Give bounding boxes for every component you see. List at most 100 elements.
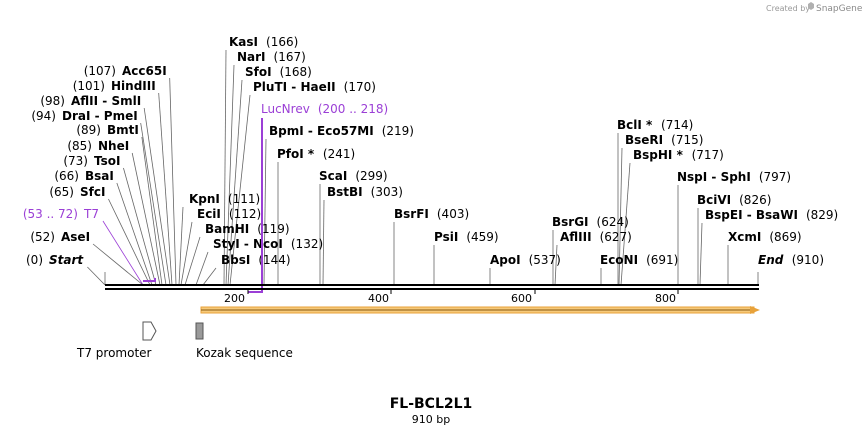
- site-name: BsrFI: [394, 207, 429, 221]
- site-labels: Start(0) AseI(52) T7(53 .. 72) SfcI(65) BsaI…: [23, 35, 838, 267]
- site-name: BbsI: [221, 253, 250, 267]
- site-econi[interactable]: EcoNI(691): [600, 253, 678, 267]
- site-name: PsiI: [434, 230, 458, 244]
- site-position: (111): [228, 192, 260, 206]
- sequence-name: FL-BCL2L1: [390, 396, 473, 412]
- site-styi-ncoi[interactable]: StyI - NcoI(132): [213, 237, 323, 251]
- site-bmti[interactable]: BmtI(89): [76, 123, 139, 137]
- site-bbsi[interactable]: BbsI(144): [221, 253, 291, 267]
- site-bspei-bsawi[interactable]: BspEI - BsaWI(829): [705, 208, 838, 222]
- leader-line: [620, 162, 631, 286]
- site-name: KpnI: [189, 192, 220, 206]
- site-pluti-haeii[interactable]: PluTI - HaeII(170): [253, 80, 376, 94]
- site-apoi[interactable]: ApoI(537): [490, 253, 561, 267]
- site-position: (219): [382, 124, 414, 138]
- site-name: EcoNI: [600, 253, 638, 267]
- feature-t7-promoter[interactable]: T7 promoter: [76, 321, 157, 360]
- ruler: 200 400 600 800: [224, 289, 679, 305]
- t7-primer-bar[interactable]: [143, 278, 156, 282]
- credit-prefix: Created by: [766, 4, 810, 13]
- leader-line: [116, 182, 153, 286]
- site-name: NheI: [98, 139, 129, 153]
- site-lucnrev[interactable]: LucNrev(200 .. 218): [261, 102, 388, 116]
- site-bstbi[interactable]: BstBI(303): [327, 185, 403, 199]
- leader-line: [169, 77, 177, 286]
- site-psii[interactable]: PsiI(459): [434, 230, 499, 244]
- site-position: (65): [49, 185, 74, 199]
- promoter-arrow-icon: [142, 321, 157, 341]
- site-pfoi[interactable]: PfoI * (241): [277, 147, 355, 161]
- site-acc65i[interactable]: Acc65I(107): [84, 64, 167, 78]
- kozak-box: [195, 322, 204, 340]
- site-position: (107): [84, 64, 116, 78]
- site-hindiii[interactable]: HindIII(101): [73, 79, 156, 93]
- site-position: (112): [229, 207, 261, 221]
- site-afliii[interactable]: AflIII (627): [560, 230, 632, 244]
- site-position: (869): [769, 230, 801, 244]
- site-sfci[interactable]: SfcI(65): [49, 185, 105, 199]
- site-kasi[interactable]: KasI(166): [229, 35, 298, 49]
- orf-arrowhead: [750, 306, 760, 314]
- site-position: (241): [323, 147, 355, 161]
- feature-label: Kozak sequence: [196, 346, 293, 360]
- site-xcmi[interactable]: XcmI(869): [728, 230, 802, 244]
- site-name: TsoI: [94, 154, 120, 168]
- site-name: BclI *: [617, 118, 653, 132]
- site-name: EciI: [197, 207, 221, 221]
- site-position: (119): [257, 222, 289, 236]
- credit: Created by SnapGene: [766, 2, 863, 14]
- site-name: LucNrev: [261, 102, 310, 116]
- leader-line: [618, 147, 623, 286]
- credit-brand: SnapGene: [816, 4, 863, 14]
- site-name: PfoI *: [277, 147, 315, 161]
- site-leaders: [87, 49, 759, 286]
- site-name: AflIII: [560, 230, 592, 244]
- leader-line: [184, 236, 201, 286]
- site-position: (717): [692, 148, 724, 162]
- site-name: ApoI: [490, 253, 521, 267]
- site-nhei[interactable]: NheI(85): [67, 139, 129, 153]
- site-bpmi-eco57mi[interactable]: BpmI - Eco57MI (219): [269, 124, 414, 138]
- site-nspi-sphi[interactable]: NspI - SphI(797): [677, 170, 791, 184]
- site-position: (627): [600, 230, 632, 244]
- site-name: BpmI - Eco57MI: [269, 124, 374, 138]
- leader-line: [108, 198, 151, 286]
- site-name: BsaI: [85, 169, 114, 183]
- site-position: (303): [371, 185, 403, 199]
- site-bsrgi[interactable]: BsrGI(624): [552, 215, 629, 229]
- site-name: End: [758, 253, 784, 267]
- leader-line: [123, 167, 157, 286]
- site-tsoi[interactable]: TsoI(73): [63, 154, 120, 168]
- site-bamhi[interactable]: BamHI (119): [205, 222, 290, 236]
- site-name: BmtI: [107, 123, 139, 137]
- site-name: BamHI: [205, 222, 249, 236]
- leader-line: [223, 49, 227, 286]
- site-kpni[interactable]: KpnI (111): [189, 192, 260, 206]
- lucnrev-primer-bar[interactable]: [248, 118, 263, 293]
- leader-line: [202, 267, 217, 286]
- site-nari[interactable]: NarI(167): [237, 50, 306, 64]
- site-drai-pmei[interactable]: DraI - PmeI (94): [31, 109, 137, 123]
- site-aflii-smli[interactable]: AflII - SmlI(98): [40, 94, 141, 108]
- feature-kozak-sequence[interactable]: Kozak sequence: [195, 322, 293, 360]
- site-ecii[interactable]: EciI (112): [197, 207, 261, 221]
- site-end[interactable]: End(910): [758, 253, 824, 267]
- site-t7[interactable]: T7(53 .. 72): [23, 207, 99, 221]
- site-name: BspEI - BsaWI: [705, 208, 798, 222]
- site-asei[interactable]: AseI(52): [30, 230, 90, 244]
- site-bsrfi[interactable]: BsrFI(403): [394, 207, 469, 221]
- site-bsphi[interactable]: BspHI *(717): [633, 148, 724, 162]
- site-position: (624): [597, 215, 629, 229]
- site-bcli[interactable]: BclI *(714): [617, 118, 693, 132]
- site-name: DraI - PmeI: [62, 109, 138, 123]
- site-sfoi[interactable]: SfoI(168): [245, 65, 312, 79]
- site-start[interactable]: Start(0): [26, 253, 84, 267]
- leader-line: [263, 138, 267, 286]
- site-scai[interactable]: ScaI(299): [319, 169, 388, 183]
- site-position: (826): [739, 193, 771, 207]
- site-bcivi[interactable]: BciVI(826): [697, 193, 771, 207]
- leader-line: [699, 222, 703, 286]
- site-bsai[interactable]: BsaI(66): [54, 169, 114, 183]
- site-bseri[interactable]: BseRI(715): [625, 133, 703, 147]
- site-position: (94): [31, 109, 56, 123]
